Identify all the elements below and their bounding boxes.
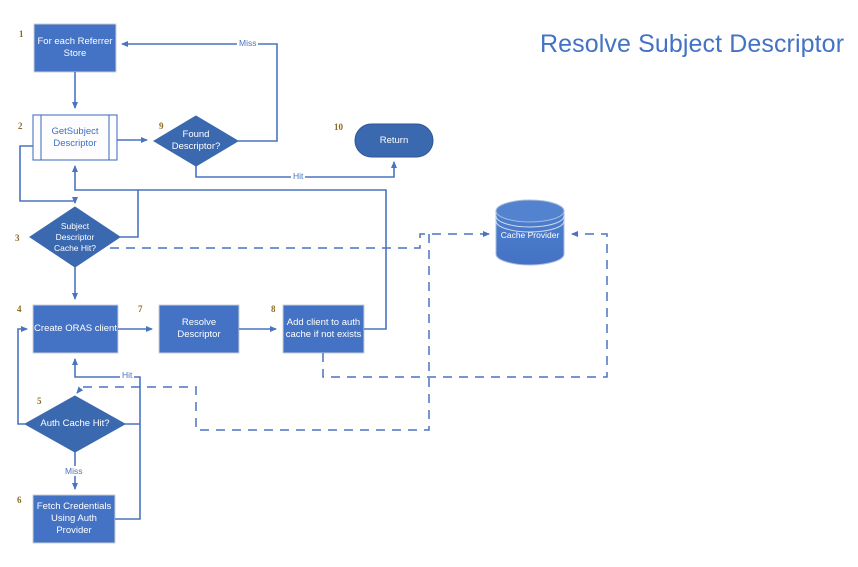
step-number-1: 1 <box>19 29 24 39</box>
edge-5-to-4-left <box>17 326 28 425</box>
step-number-5: 5 <box>37 396 42 406</box>
edge-cache-to-auth-dashed <box>76 234 430 431</box>
node-subject-descriptor-cache-hit <box>29 206 121 268</box>
edge-5-hit-to-4 <box>72 358 141 425</box>
step-number-2: 2 <box>18 121 23 131</box>
edge-label-miss-auth-cache: Miss <box>63 466 85 476</box>
edge-label-hit-found-descriptor: Hit <box>291 171 306 181</box>
edge-3-to-cache-dashed <box>110 231 490 249</box>
node-cache-provider <box>495 199 565 266</box>
step-number-8: 8 <box>271 304 276 314</box>
node-resolve-descriptor <box>158 304 240 354</box>
step-number-6: 6 <box>17 495 22 505</box>
step-number-10: 10 <box>334 122 343 132</box>
edge-label-hit-auth-cache: Hit <box>120 370 135 380</box>
node-add-client-to-auth-cache <box>282 304 365 354</box>
edge-label-miss-found-descriptor: Miss <box>237 38 259 48</box>
node-create-oras-client <box>32 304 119 354</box>
step-number-7: 7 <box>138 304 143 314</box>
edge-9-miss-to-1 <box>121 41 278 142</box>
node-fetch-credentials <box>32 494 116 544</box>
step-number-9: 9 <box>159 121 164 131</box>
step-number-4: 4 <box>17 304 22 314</box>
edge-2-to-3 <box>19 145 78 204</box>
edge-8-to-cache-dashed <box>322 231 608 378</box>
edge-8-up <box>138 189 387 330</box>
node-getsubject-descriptor <box>32 114 118 161</box>
node-return <box>354 123 434 158</box>
page-title: Resolve Subject Descriptor <box>540 30 845 58</box>
edge-6-up <box>115 424 141 520</box>
node-found-descriptor <box>153 115 239 167</box>
node-for-each-referrer-store <box>33 23 117 73</box>
step-number-3: 3 <box>15 233 20 243</box>
